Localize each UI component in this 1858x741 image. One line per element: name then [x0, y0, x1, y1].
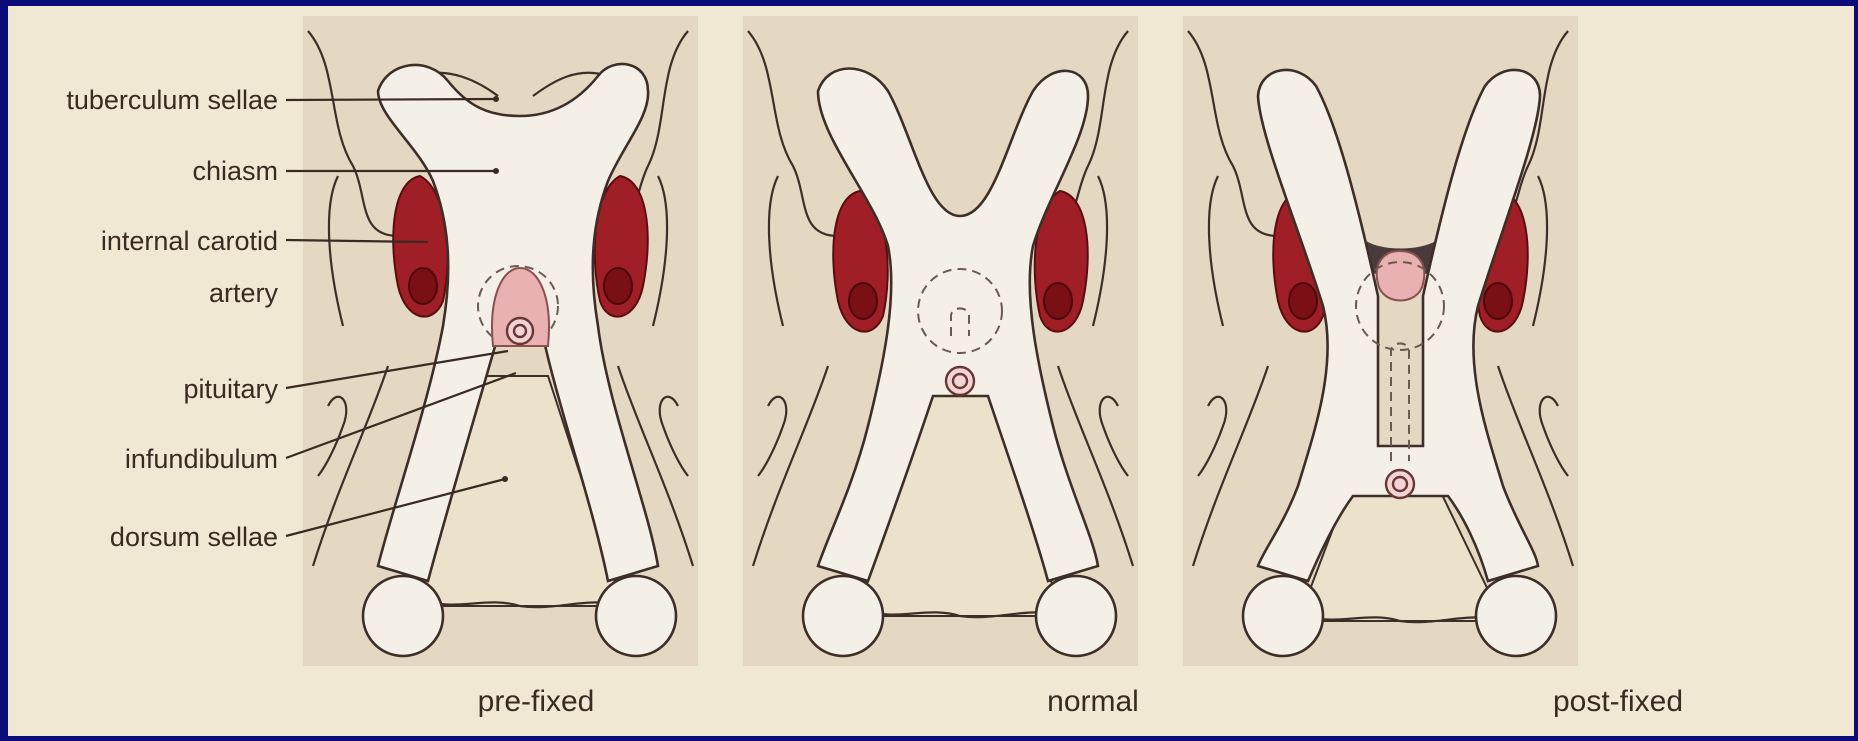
panel-normal [743, 16, 1138, 666]
optic-tract-end-right [1476, 576, 1556, 656]
label-dorsum-sellae: dorsum sellae [110, 522, 278, 552]
label-infundibulum: infundibulum [125, 444, 278, 474]
optic-tract-end-left [1243, 576, 1323, 656]
optic-tract-end-right [1036, 576, 1116, 656]
caption-prefixed: pre-fixed [478, 685, 595, 718]
illustration-frame: tuberculum sellae chiasm internal caroti… [8, 6, 1854, 736]
infundibulum-lumen [1393, 477, 1407, 491]
label-tuberculum-sellae: tuberculum sellae [66, 85, 278, 115]
infundibulum-lumen [514, 325, 526, 337]
carotid-lumen-right [1044, 283, 1072, 319]
carotid-lumen-right [1484, 283, 1512, 319]
panel-postfixed [1183, 16, 1578, 666]
caption-normal: normal [1047, 685, 1139, 718]
optic-tract-end-right [596, 576, 676, 656]
optic-chiasm-diagram: tuberculum sellae chiasm internal caroti… [8, 6, 1854, 736]
label-pituitary: pituitary [183, 374, 278, 404]
carotid-lumen-left [849, 283, 877, 319]
carotid-lumen-left [409, 268, 437, 304]
caption-postfixed: post-fixed [1553, 685, 1683, 718]
carotid-lumen-right [604, 268, 632, 304]
pituitary [1377, 251, 1425, 301]
label-artery: artery [209, 278, 279, 308]
optic-tract-end-left [803, 576, 883, 656]
panel-prefixed [303, 16, 698, 666]
label-internal-carotid: internal carotid [101, 226, 278, 256]
leader-tuberculum-sellae [286, 99, 496, 100]
infundibulum-lumen [953, 374, 967, 388]
optic-tract-end-left [363, 576, 443, 656]
label-chiasm: chiasm [192, 156, 278, 186]
carotid-lumen-left [1289, 283, 1317, 319]
